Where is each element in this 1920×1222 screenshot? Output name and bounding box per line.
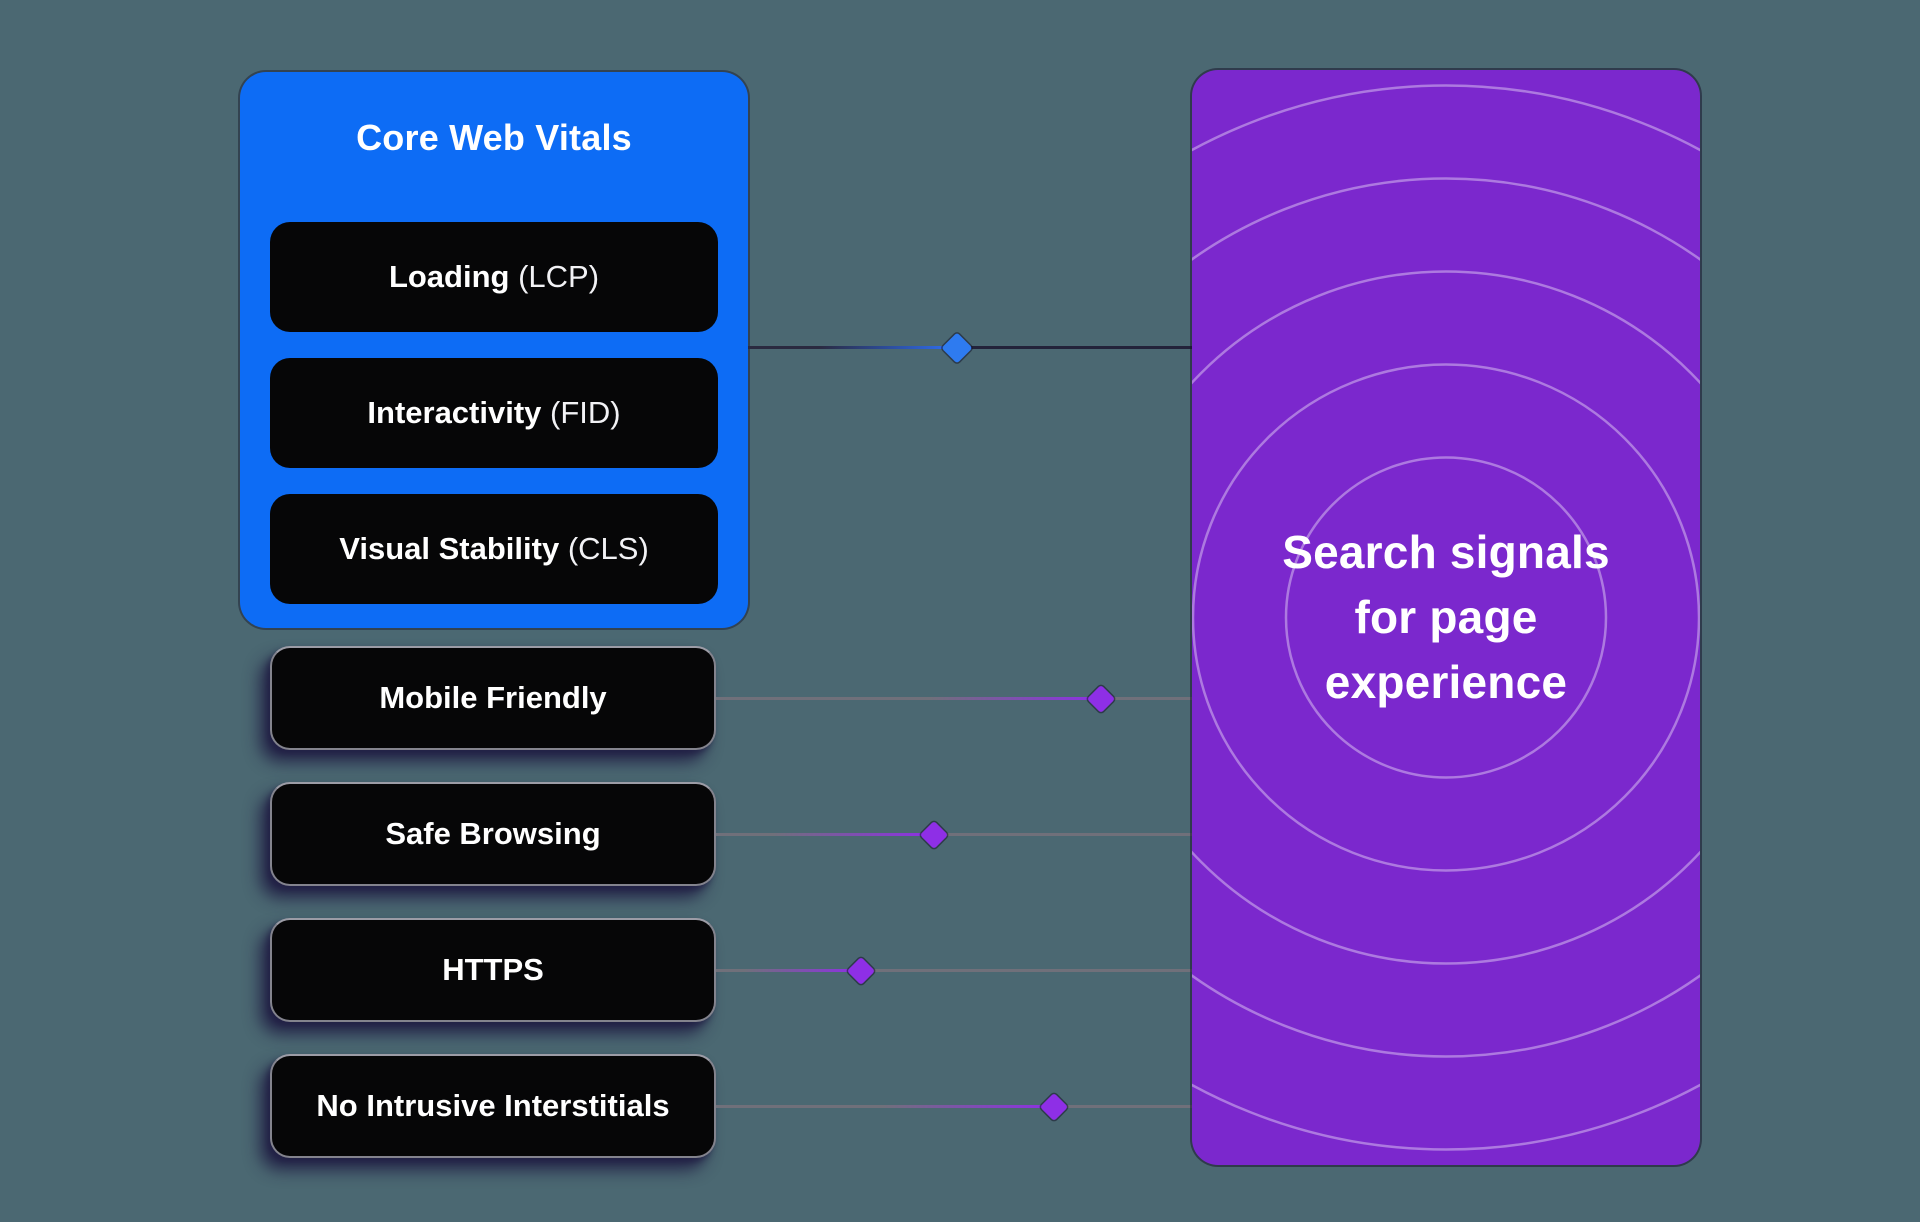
diamond-marker-purple-icon bbox=[1039, 1092, 1069, 1121]
diamond-marker-purple-icon bbox=[919, 820, 949, 849]
pill-visual-stability-label-plain: (CLS) bbox=[567, 531, 649, 566]
concentric-circles-icon bbox=[1192, 84, 1700, 1151]
pill-no-intrusive-interstitials-label: No Intrusive Interstitials bbox=[316, 1088, 670, 1123]
pill-safe-browsing-label: Safe Browsing bbox=[385, 816, 601, 851]
connector-mobile-friendly bbox=[716, 684, 1192, 713]
pill-interactivity-label-plain: (FID) bbox=[550, 395, 621, 430]
connector-core-web-vitals bbox=[748, 331, 1192, 364]
pill-mobile-friendly-label: Mobile Friendly bbox=[379, 680, 607, 715]
pill-loading-label-bold: Loading bbox=[388, 259, 519, 294]
core-web-vitals-title: Core Web Vitals bbox=[356, 117, 632, 158]
search-signals-panel: Search signals for page experience bbox=[1192, 70, 1700, 1165]
diamond-marker-blue-icon bbox=[941, 331, 973, 364]
pill-https: HTTPS bbox=[270, 918, 716, 1022]
pill-interactivity-fid: Interactivity (FID) bbox=[270, 358, 718, 468]
connector-https bbox=[716, 956, 1192, 985]
search-signals-title-line3: experience bbox=[1324, 656, 1568, 709]
pill-visual-stability-cls: Visual Stability (CLS) bbox=[270, 494, 718, 604]
pill-https-label: HTTPS bbox=[442, 952, 544, 987]
pill-mobile-friendly: Mobile Friendly bbox=[270, 646, 716, 750]
pill-no-intrusive-interstitials: No Intrusive Interstitials bbox=[270, 1054, 716, 1158]
pill-loading-label-plain: (LCP) bbox=[518, 259, 600, 294]
search-signals-title: Search signals for page experience bbox=[1192, 70, 1700, 1165]
diamond-marker-purple-icon bbox=[1086, 684, 1116, 713]
search-signals-title-line1: Search signals bbox=[1282, 525, 1610, 578]
pill-visual-stability-label-bold: Visual Stability bbox=[339, 531, 568, 566]
pill-loading-lcp: Loading (LCP) bbox=[270, 222, 718, 332]
core-web-vitals-panel: Core Web Vitals Loading (LCP) Interactiv… bbox=[240, 72, 748, 628]
pill-interactivity-label-bold: Interactivity bbox=[367, 395, 551, 430]
connector-safe-browsing bbox=[716, 820, 1192, 849]
connector-no-intrusive-interstitials bbox=[716, 1092, 1192, 1121]
search-signals-title-line2: for page bbox=[1354, 590, 1538, 643]
pill-safe-browsing: Safe Browsing bbox=[270, 782, 716, 886]
diamond-marker-purple-icon bbox=[847, 956, 876, 985]
